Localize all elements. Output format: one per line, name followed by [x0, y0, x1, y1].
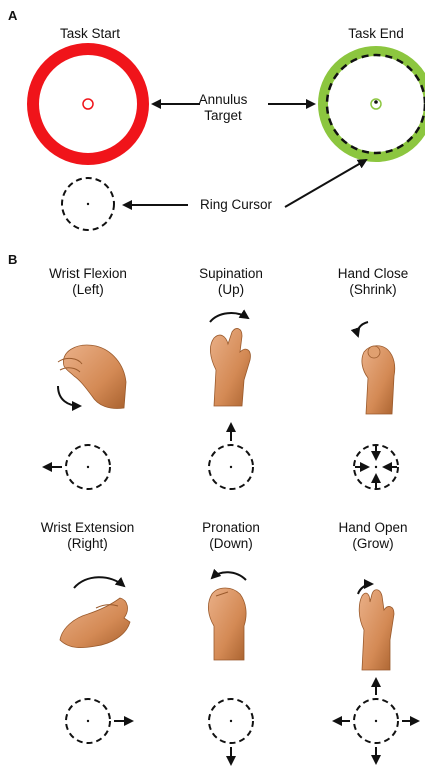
end-annulus-target	[323, 51, 425, 157]
wrist-flexion-hand-icon	[58, 345, 126, 408]
hand-open-icon	[358, 584, 394, 670]
pronation-hand-icon	[208, 572, 246, 660]
cursor-shrink	[354, 445, 398, 489]
cursor-right	[66, 699, 132, 743]
wrist-extension-hand-icon	[60, 577, 130, 647]
supination-hand-icon	[210, 313, 250, 406]
cursor-grow	[334, 679, 418, 763]
cursor-down	[209, 699, 253, 764]
hand-close-icon	[357, 322, 394, 414]
cursor-left	[44, 445, 110, 489]
start-annulus-target	[33, 49, 143, 159]
ring-cursor-example	[62, 178, 114, 230]
cursor-up	[209, 424, 253, 489]
